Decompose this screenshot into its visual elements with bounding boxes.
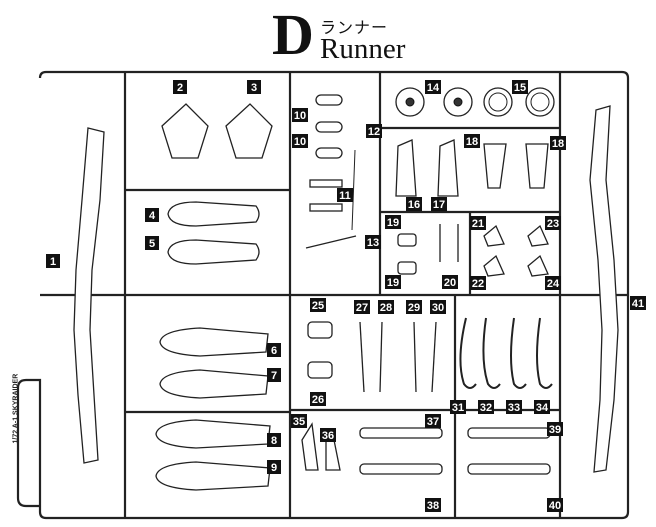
part-26	[307, 361, 333, 379]
part-21	[483, 224, 505, 247]
runner-label-japanese: ランナー	[320, 18, 389, 37]
runner-label-english: Runner	[320, 33, 406, 65]
part-number: 28	[380, 302, 392, 314]
part-number: 33	[508, 402, 520, 414]
part-4	[167, 201, 260, 227]
part-7	[159, 369, 269, 399]
exhausts-37-40	[359, 427, 551, 475]
part-11b	[309, 203, 343, 212]
part-18a	[483, 143, 507, 189]
part-19b	[397, 261, 417, 275]
part-number: 6	[271, 345, 277, 357]
part-10a	[315, 94, 343, 106]
part-number: 39	[549, 424, 561, 436]
part-number: 15	[514, 82, 526, 94]
part-16	[395, 139, 417, 197]
part-1-spar	[73, 127, 105, 464]
part-number: 36	[322, 430, 334, 442]
part-number: 19	[387, 277, 399, 289]
part-number: 2	[177, 82, 183, 94]
part-number: 7	[271, 370, 277, 382]
part-number: 24	[547, 278, 560, 290]
part-number: 13	[367, 237, 379, 249]
part-number: 17	[433, 199, 445, 211]
runner-frame	[16, 70, 630, 520]
part-5	[167, 239, 260, 265]
part-number: 10	[294, 136, 306, 148]
part-number: 4	[149, 210, 156, 222]
part-25	[307, 321, 333, 339]
part-number: 34	[536, 402, 549, 414]
part-35	[301, 422, 319, 471]
part-6	[159, 327, 269, 357]
part-number: 30	[432, 302, 444, 314]
part-9	[155, 461, 271, 491]
part-number: 8	[271, 435, 277, 447]
part-10b	[315, 121, 343, 133]
part-number: 35	[293, 416, 305, 428]
part-16b	[437, 139, 459, 197]
part-number: 10	[294, 110, 306, 122]
part-number: 32	[480, 402, 492, 414]
part-number: 31	[452, 402, 464, 414]
part-number: 18	[552, 138, 564, 150]
part-3	[225, 103, 273, 159]
part-number: 18	[466, 136, 478, 148]
part-13	[305, 235, 357, 249]
part-18b	[525, 143, 549, 189]
part-number: 5	[149, 238, 155, 250]
part-number: 41	[632, 298, 644, 310]
part-number: 16	[408, 199, 420, 211]
part-22	[483, 254, 505, 277]
runner-letter: D	[272, 2, 314, 67]
part-number: 3	[251, 82, 257, 94]
part-number: 14	[427, 82, 440, 94]
part-number: 22	[472, 278, 484, 290]
part-number: 9	[271, 462, 277, 474]
part-number: 25	[312, 300, 324, 312]
part-number: 21	[472, 218, 484, 230]
part-24	[527, 254, 549, 277]
part-23	[527, 224, 549, 247]
part-2	[161, 103, 209, 159]
part-number: 11	[339, 190, 351, 202]
part-number: 19	[387, 217, 399, 229]
part-number: 20	[444, 277, 456, 289]
part-number: 23	[547, 218, 559, 230]
part-11a	[309, 179, 343, 188]
part-14-wheels	[395, 87, 473, 117]
runner-grid	[40, 72, 628, 518]
part-number-tags: 1 2 3 4 5 6 7 8 9 10 10 11 12 13 14 15 1…	[46, 80, 646, 512]
hooks-31-34	[459, 317, 553, 389]
part-number: 27	[356, 302, 368, 314]
part-number: 26	[312, 394, 324, 406]
part-number: 29	[408, 302, 420, 314]
struts-27-30	[359, 321, 437, 393]
part-number: 38	[427, 500, 439, 512]
part-number: 37	[427, 416, 439, 428]
part-19a	[397, 233, 417, 247]
part-8	[155, 419, 271, 449]
part-15-wheels	[483, 87, 555, 117]
part-41-spar	[589, 105, 619, 473]
part-number: 12	[368, 126, 380, 138]
part-10c	[315, 147, 343, 159]
part-number: 1	[50, 256, 56, 268]
part-number: 40	[549, 500, 561, 512]
